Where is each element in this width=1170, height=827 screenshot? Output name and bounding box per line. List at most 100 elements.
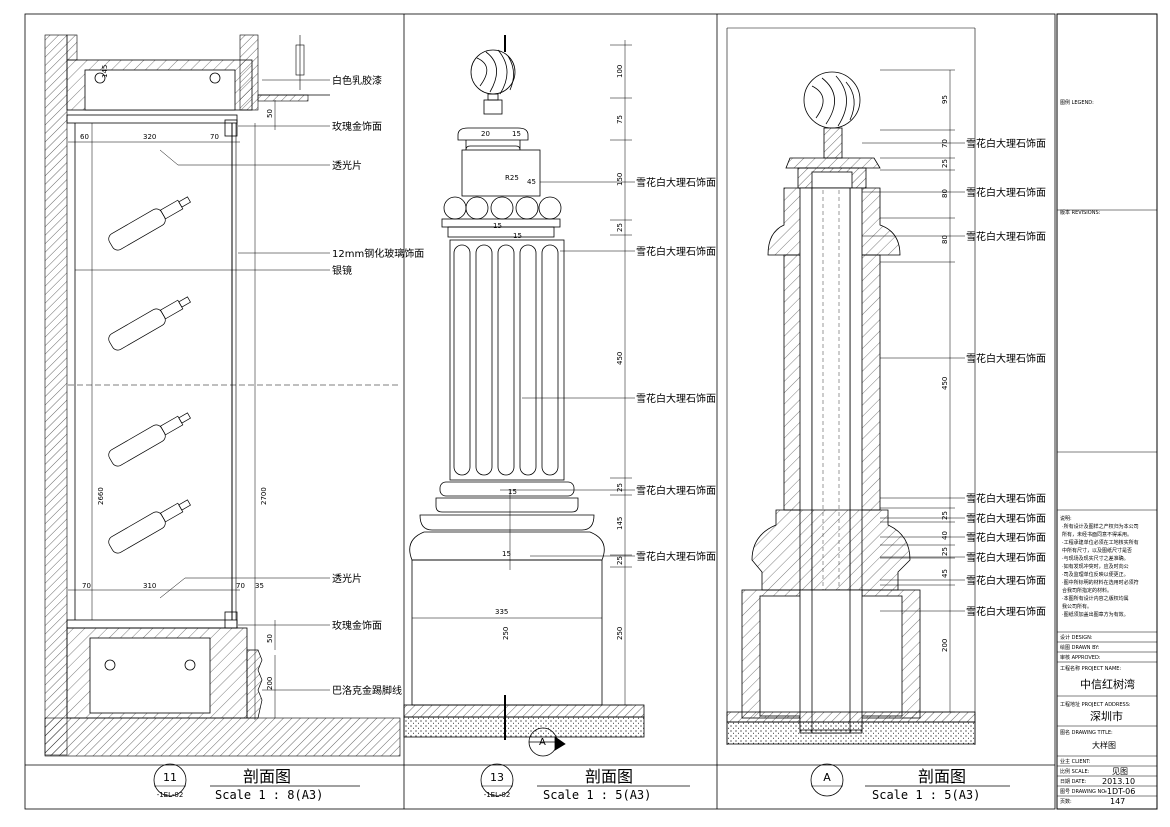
label-rose-gold: 玫瑰金饰面	[332, 120, 382, 133]
dim-text: 145	[616, 517, 624, 530]
outer-frame	[24, 13, 1056, 810]
drawing-no-value: -1DT-06	[1104, 787, 1135, 796]
dim-text: 70	[82, 582, 91, 590]
dim-text: 95	[941, 95, 949, 104]
panel-11-dimensions: 60 320 70 145 50 2660 2700 70 310 70 35 …	[80, 65, 274, 690]
project-address: 深圳市	[1090, 709, 1123, 723]
panel-13-drawing	[403, 35, 645, 757]
note-line: ·本图所有设计内容之版权均属	[1062, 595, 1129, 602]
note-line: 我公司所有。	[1062, 603, 1092, 610]
detail-bubble	[480, 763, 514, 797]
panel-13-labels: 雪花白大理石饰面 雪花白大理石饰面 雪花白大理石饰面 雪花白大理石饰面 雪花白大…	[636, 176, 716, 563]
detail-title: 剖面图	[918, 767, 966, 786]
detail-title: 剖面图	[243, 767, 291, 786]
note-line: 合我司所指定的材料。	[1062, 587, 1112, 594]
floor-hatch	[44, 717, 401, 757]
note-line: ·图纸须加盖出图章方为有效。	[1062, 611, 1129, 618]
notes-label: 说明:	[1060, 515, 1072, 522]
detail-number: 11	[163, 771, 177, 784]
label-marble: 雪花白大理石饰面	[966, 137, 1046, 150]
label-marble: 雪花白大理石饰面	[966, 531, 1046, 544]
label-baroque-skirting: 巴洛克金踢脚线	[332, 684, 402, 697]
label-marble: 雪花白大理石饰面	[966, 574, 1046, 587]
dim-text: 40	[941, 531, 949, 540]
dim-text: 150	[616, 173, 624, 186]
approved-label: 审核 APPROVED:	[1060, 654, 1101, 661]
dim-text: 50	[266, 109, 274, 118]
label-translucent-sheet: 透光片	[332, 159, 362, 172]
dim-text: 25	[616, 556, 624, 565]
caption-a: A 剖面图 Scale 1 : 5(A3)	[810, 763, 1010, 802]
dim-text: 320	[143, 133, 156, 141]
panel-a-drawing	[726, 27, 976, 745]
label-tempered-glass: 12mm钢化玻璃饰面	[332, 247, 424, 260]
page-label: 页数:	[1060, 798, 1072, 805]
detail-scale: Scale 1 : 8(A3)	[215, 788, 323, 802]
dim-text: 25	[616, 483, 624, 492]
scale-value: 见图	[1112, 767, 1128, 776]
detail-title: 剖面图	[585, 767, 633, 786]
drawing-title-label: 图名 DRAWING TITLE:	[1060, 729, 1113, 736]
dim-text: 100	[616, 65, 624, 78]
detail-scale: Scale 1 : 5(A3)	[872, 788, 980, 802]
note-line: 中所有尺寸，以及图纸尺寸是否	[1062, 547, 1132, 554]
panel-13-dimensions: 100 75 150 25 450 25 145 25 250 20 15 R2…	[481, 65, 624, 748]
bottle-illustrations	[108, 196, 191, 554]
dim-text: 15	[502, 550, 511, 558]
detail-ref: -1EL-02	[484, 791, 511, 799]
dim-text: 15	[508, 488, 517, 496]
detail-bubble	[810, 763, 844, 797]
label-marble: 雪花白大理石饰面	[636, 176, 716, 189]
project-name: 中信红树湾	[1080, 677, 1135, 691]
note-line: 所有，未经书面同意不得采用。	[1062, 531, 1132, 538]
label-marble: 雪花白大理石饰面	[636, 392, 716, 405]
note-line: ·所有设计及图样之产权归为本公司	[1062, 523, 1139, 530]
panel-11-labels: 白色乳胶漆 玫瑰金饰面 透光片 12mm钢化玻璃饰面 银镜 透光片 玫瑰金饰面 …	[332, 74, 424, 697]
dim-text: 35	[255, 582, 264, 590]
caption-11: 11 -1EL-02 剖面图 Scale 1 : 8(A3)	[153, 763, 360, 802]
detail-ref: -1EL-02	[157, 791, 184, 799]
skirting	[246, 649, 263, 719]
section-marker-letter: A	[539, 737, 546, 748]
dim-text: 80	[941, 235, 949, 244]
project-name-label: 工程名称 PROJECT NAME:	[1060, 665, 1121, 672]
label-marble: 雪花白大理石饰面	[636, 245, 716, 258]
label-translucent-sheet: 透光片	[332, 572, 362, 585]
drawing-title: 大样图	[1092, 740, 1116, 750]
dim-text: 145	[101, 65, 109, 78]
dim-text: 70	[236, 582, 245, 590]
panel-a-labels: 雪花白大理石饰面 雪花白大理石饰面 雪花白大理石饰面 雪花白大理石饰面 雪花白大…	[966, 137, 1046, 618]
label-marble: 雪花白大理石饰面	[966, 186, 1046, 199]
design-label: 设计 DESIGN:	[1060, 634, 1093, 641]
notes-list: ·所有设计及图样之产权归为本公司 所有，未经书面同意不得采用。 ·工程承建单位必…	[1062, 523, 1139, 618]
label-marble: 雪花白大理石饰面	[636, 484, 716, 497]
label-marble: 雪花白大理石饰面	[966, 352, 1046, 365]
dim-text: 75	[616, 115, 624, 124]
note-line: ·与现场及现实尺寸之差准确。	[1062, 555, 1129, 562]
left-wall-hatch	[44, 34, 68, 756]
note-line: ·司及监理单位反映以便更正。	[1062, 571, 1129, 578]
dim-text: 250	[616, 627, 624, 640]
caption-13: 13 -1EL-02 剖面图 Scale 1 : 5(A3)	[480, 763, 690, 802]
dim-text: 200	[266, 677, 274, 690]
dim-text: 60	[80, 133, 89, 141]
detail-bubble	[153, 763, 187, 797]
label-marble: 雪花白大理石饰面	[966, 512, 1046, 525]
label-marble: 雪花白大理石饰面	[966, 551, 1046, 564]
dim-text: 50	[266, 634, 274, 643]
dim-text: 450	[941, 377, 949, 390]
legend-label: 图例 LEGEND:	[1060, 99, 1094, 106]
date-value: 2013.10	[1102, 777, 1135, 786]
dim-text: 80	[941, 189, 949, 198]
dim-text: 70	[210, 133, 219, 141]
date-label: 日期 DATE:	[1060, 779, 1087, 785]
fixing-bolt-icon	[184, 659, 196, 671]
label-marble: 雪花白大理石饰面	[966, 492, 1046, 505]
label-marble: 雪花白大理石饰面	[636, 550, 716, 563]
page-value: 147	[1110, 797, 1125, 806]
dim-text: 2700	[260, 487, 268, 505]
note-line: ·工程承建单位必须在工地核实所有	[1062, 539, 1139, 546]
revisions-label: 版本 REVISIONS:	[1060, 209, 1101, 216]
scale-label: 比例 SCALE:	[1060, 768, 1090, 775]
